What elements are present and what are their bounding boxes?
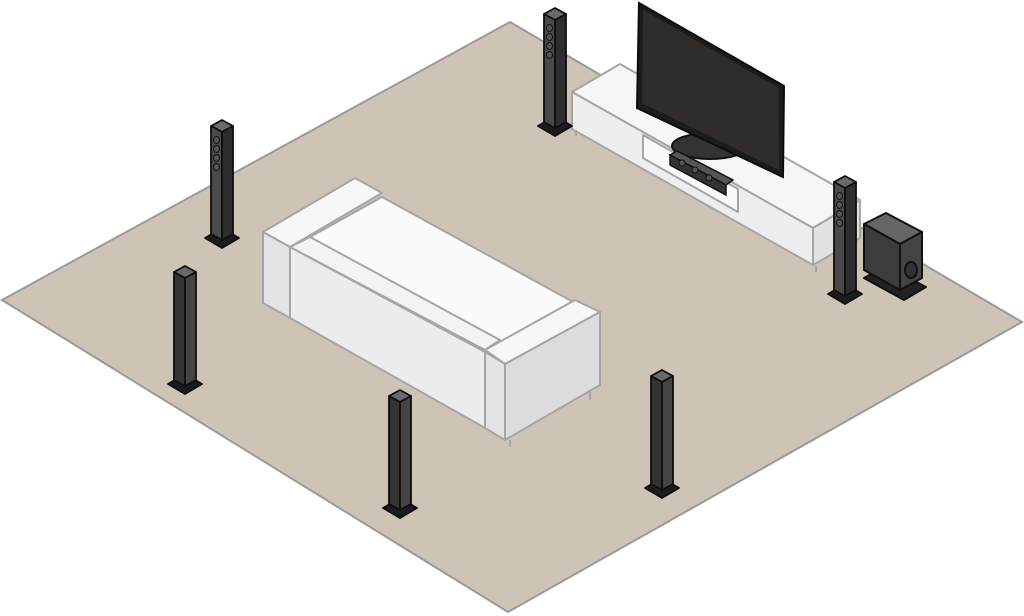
tower-speaker [204,119,240,249]
television [635,1,786,179]
speaker-driver [546,33,553,41]
tower-speaker [167,265,203,395]
tower-speakers [167,7,863,519]
speaker-driver [546,51,553,59]
speaker-driver [836,210,843,218]
speaker-driver [213,154,220,162]
speaker-driver [836,192,843,200]
center-speaker [668,150,735,197]
subwoofer [863,212,927,301]
tower-speaker [537,7,573,137]
tower-speaker [644,369,680,499]
speaker-driver [213,163,220,171]
speaker-driver [213,136,220,144]
tower-speaker [827,175,863,305]
sofa [262,177,601,447]
speaker-driver [546,24,553,32]
speaker-driver [546,42,553,50]
speaker-driver [213,145,220,153]
tower-speaker [382,389,418,519]
speaker-driver [836,201,843,209]
speaker-driver [836,219,843,227]
